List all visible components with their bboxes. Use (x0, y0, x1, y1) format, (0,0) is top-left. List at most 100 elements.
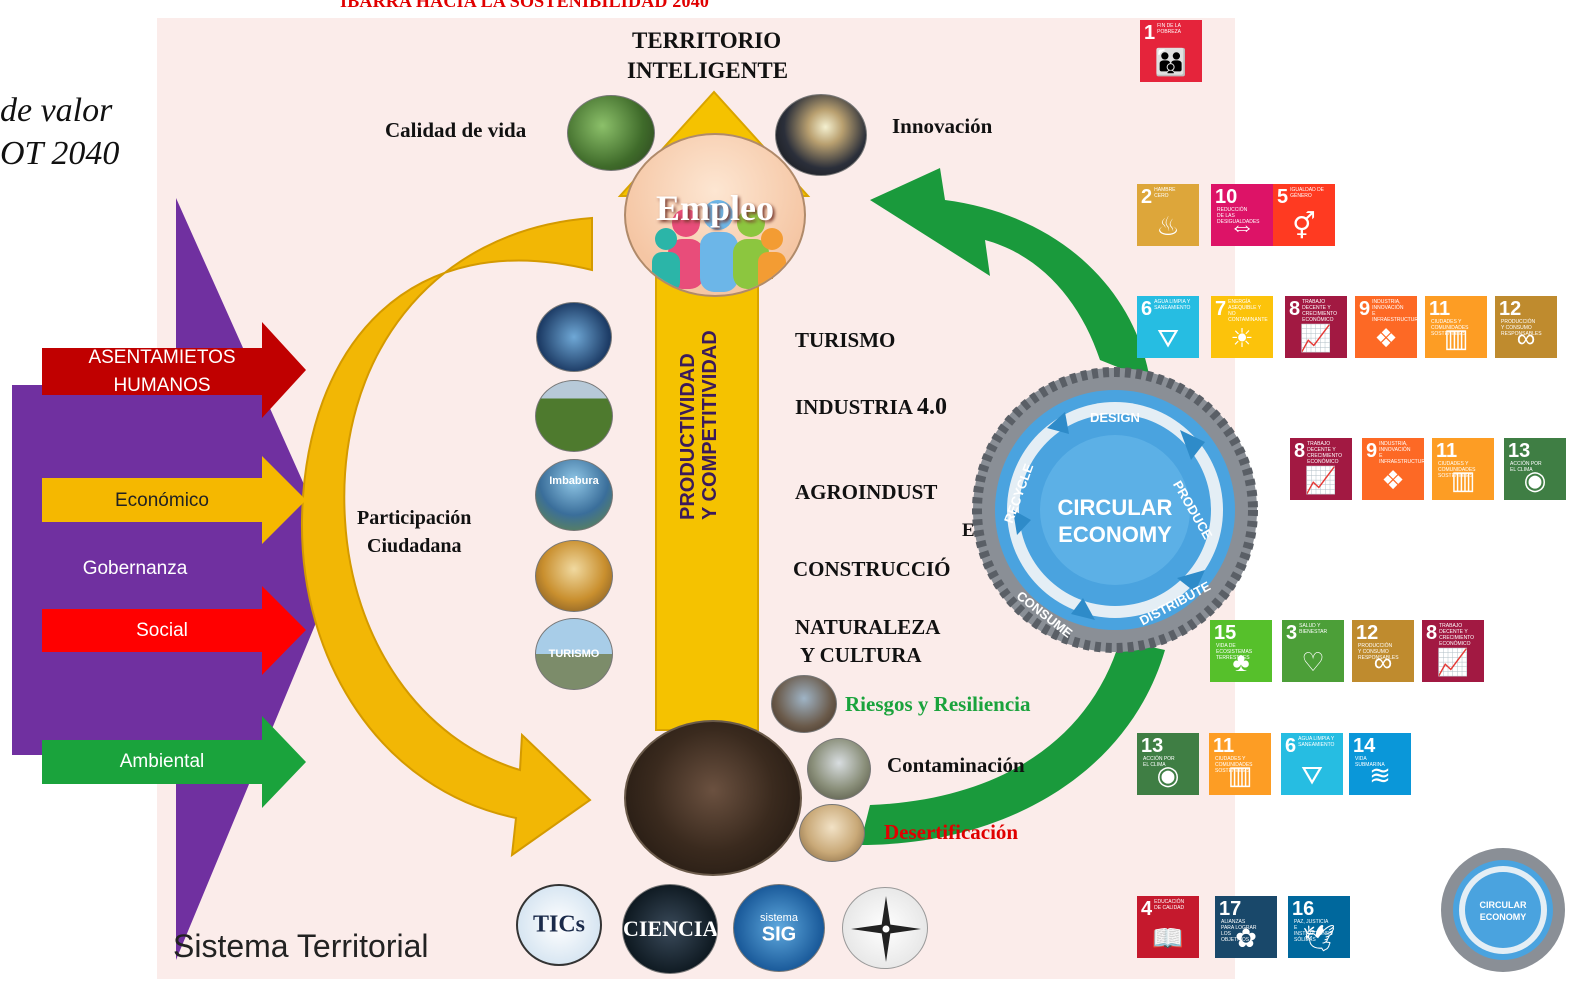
water-icon: ⛛ (1301, 760, 1323, 790)
desertificacion-photo (799, 804, 865, 862)
sdg-number: 17 (1219, 898, 1242, 920)
page-title: IBARRA HACIA LA SOSTENIBILIDAD 2040 (340, 0, 710, 11)
heartbeat-icon: ♡ (1301, 647, 1325, 677)
water-icon: ⛛ (1157, 323, 1179, 353)
sdg-number: 10 (1215, 186, 1238, 208)
sdg-title: VIDA DE ECOSISTEMAS TERRESTRES (1216, 643, 1253, 661)
sdg-number: 1 (1144, 22, 1156, 44)
calidad-de-vida-label: Calidad de vida (385, 118, 527, 142)
soil-hands-photo (624, 720, 802, 876)
sig-circle: sistema SIG (733, 884, 825, 972)
sdg-number: 13 (1141, 735, 1164, 757)
growth-icon: 📈 (1304, 465, 1338, 495)
sdg-title: INDUSTRIA, INNOVACIÓN E INFRAESTRUCTURA (1379, 441, 1429, 465)
social-label: Social (136, 620, 188, 641)
construction-photo (535, 540, 613, 612)
sdg-tile: 12PRODUCCIÓN Y CONSUMO RESPONSABLES∞ (1352, 620, 1414, 682)
sdg-number: 5 (1277, 186, 1289, 208)
vertical-line-1: PRODUCTIVIDAD (677, 353, 699, 520)
infinity-icon: ∞ (1373, 647, 1393, 677)
sdg-number: 4 (1141, 898, 1153, 920)
sector-construccion: CONSTRUCCIÓ (793, 557, 951, 581)
tree-icon: ♣ (1232, 647, 1250, 677)
sdg-title: ENERGÍA ASEQUIBLE Y NO CONTAMINANTE (1228, 299, 1268, 323)
contaminacion-label: Contaminación (887, 753, 1025, 777)
sector-industria: INDUSTRIA 4.0 (795, 394, 947, 421)
city-icon: ▥ (1443, 323, 1469, 353)
turismo-photo-label: TURISMO (548, 648, 600, 660)
sdg-number: 16 (1292, 898, 1315, 920)
calidad-de-vida-photo (567, 95, 655, 171)
sdg-tile: 10REDUCCIÓN DE LAS DESIGUALDADES⇔ (1211, 184, 1273, 246)
empleo-circle: Empleo (624, 133, 806, 297)
eye-icon: ◉ (1523, 465, 1547, 495)
sdg-number: 12 (1356, 622, 1379, 644)
ambiental-arrow (42, 716, 306, 808)
asentamientos-arrow (42, 322, 306, 418)
sdg-number: 9 (1359, 298, 1371, 320)
left-italic-line-2: OT 2040 (0, 135, 120, 172)
city-icon: ▥ (1450, 465, 1476, 495)
sdg-number: 7 (1215, 298, 1227, 320)
social-arrow (42, 586, 306, 675)
sdg-title: TRABAJO DECENTE Y CRECIMIENTO ECONÓMICO (1307, 441, 1343, 465)
turismo-photo: TURISMO (535, 618, 613, 690)
sdg-number: 14 (1353, 735, 1376, 757)
sdg-number: 8 (1289, 298, 1301, 320)
imbabura-photo-label: Imbabura (549, 475, 599, 487)
ciencia-label: CIENCIA (623, 916, 718, 941)
sdg-tile: 11CIUDADES Y COMUNIDADES SOSTENIBLES▥ (1425, 296, 1487, 358)
participacion-label-1: Participación (357, 507, 472, 529)
sdg-title: TRABAJO DECENTE Y CRECIMIENTO ECONÓMICO (1439, 623, 1475, 647)
sdg-title: INDUSTRIA, INNOVACIÓN E INFRAESTRUCTURA (1372, 299, 1422, 323)
compass-circle (842, 887, 928, 969)
gender-icon: ⚥ (1292, 211, 1316, 241)
sdg-title: HAMBRE CERO (1154, 187, 1176, 199)
circular-title-2: ECONOMY (1058, 522, 1172, 547)
vertical-line-2: Y COMPETITIVIDAD (699, 330, 721, 520)
circular-economy-svg (972, 367, 1258, 653)
productividad-vertical-label: PRODUCTIVIDAD Y COMPETITIVIDAD (677, 330, 721, 520)
sdg-tile: 12PRODUCCIÓN Y CONSUMO RESPONSABLES∞ (1495, 296, 1557, 358)
partial-e: E (962, 520, 975, 541)
sector-naturaleza: NATURALEZA (795, 615, 941, 639)
sistema-territorial-label: Sistema Territorial (173, 928, 429, 964)
sdg-title: FIN DE LA POBREZA (1157, 23, 1182, 35)
sig-label-1: sistema (760, 911, 798, 924)
sdg-tile: 11CIUDADES Y COMUNIDADES SOSTENIBLES▥ (1432, 438, 1494, 500)
small-circular-title-1: CIRCULAR (1479, 900, 1527, 910)
sdg-tile: 14VIDA SUBMARINA≋ (1349, 733, 1411, 795)
innovacion-label: Innovación (892, 114, 993, 138)
infinity-icon: ∞ (1516, 323, 1536, 353)
sdg-number: 3 (1286, 622, 1298, 644)
sdg-title: TRABAJO DECENTE Y CRECIMIENTO ECONÓMICO (1302, 299, 1338, 323)
growth-icon: 📈 (1436, 647, 1470, 677)
sector-industria-number: 4.0 (916, 394, 947, 420)
sdg-number: 6 (1285, 735, 1297, 757)
circular-title-1: CIRCULAR (1057, 495, 1173, 520)
sdg-title: AGUA LIMPIA Y SANEAMIENTO (1298, 736, 1335, 748)
sdg-title: PAZ, JUSTICIA E INSTITUCIONES SÓLIDAS (1294, 919, 1333, 943)
sdg-title: EDUCACIÓN DE CALIDAD (1154, 899, 1185, 911)
gobernanza-label: Gobernanza (82, 558, 188, 579)
book-icon: 📖 (1151, 923, 1185, 953)
left-italic-line-1: de valor (0, 92, 113, 129)
dove-icon: 🕊 (1302, 923, 1336, 953)
bowl-icon: ♨ (1156, 211, 1180, 241)
small-circular-title-2: ECONOMY (1479, 912, 1527, 922)
sdg-title: ACCIÓN POR EL CLIMA (1510, 461, 1542, 473)
riesgos-label: Riesgos y Resiliencia (845, 692, 1031, 716)
sdg-number: 11 (1213, 735, 1235, 757)
sdg-number: 15 (1214, 622, 1237, 644)
asentamientos-label-1: ASENTAMIETOS (88, 347, 236, 368)
